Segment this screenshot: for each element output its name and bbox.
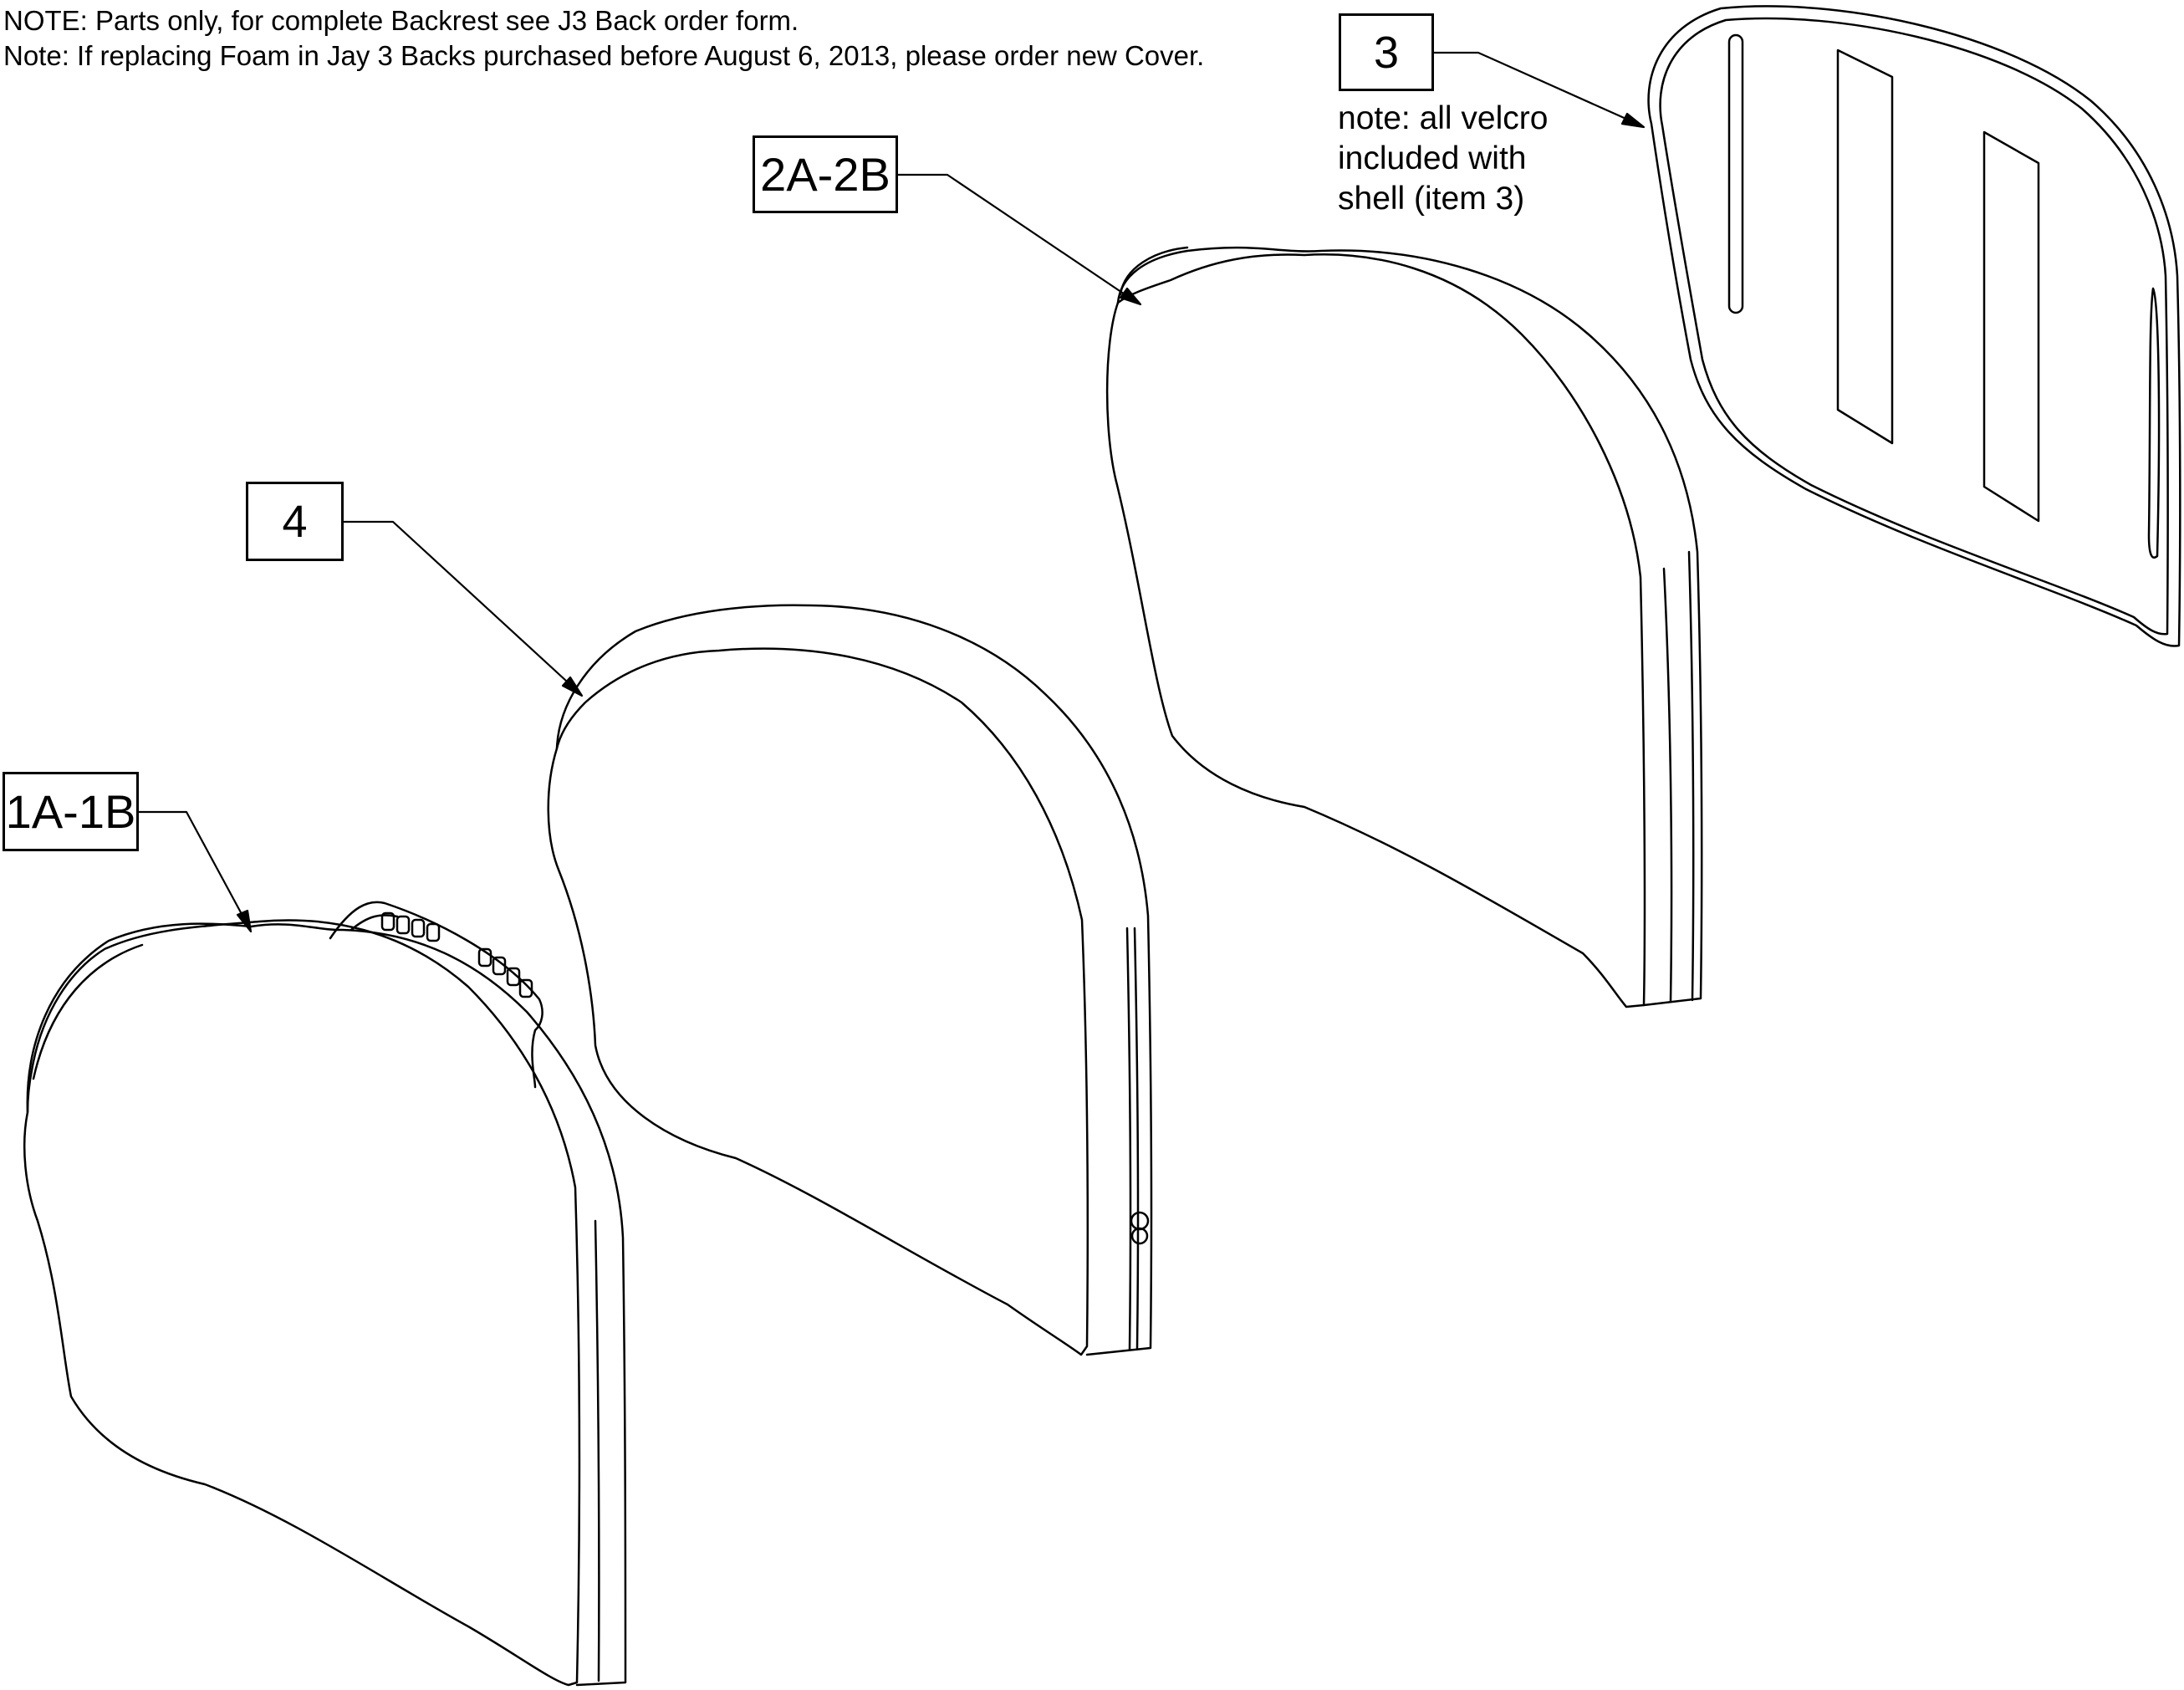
velcro-strip-left [1836, 49, 1894, 445]
cushion-handle [330, 902, 543, 1087]
shell-inner-outline [1661, 18, 2168, 634]
leader-item2 [898, 175, 1135, 301]
callout-item-3: 3 [1339, 13, 1434, 91]
backrest-shell-drawing [1649, 6, 2181, 646]
foam-side-edge [1118, 248, 1702, 1005]
velcro-strip-right [1982, 130, 2040, 523]
arrowhead-item4 [561, 676, 584, 697]
cover-zipper-line [1127, 928, 1138, 1350]
shell-outer-outline [1649, 6, 2181, 646]
leader-lines [139, 53, 1646, 933]
backrest-foam-drawing [1107, 248, 1702, 1007]
velcro-note-line-3: shell (item 3) [1338, 181, 1525, 217]
foam-replacement-note: Note: If replacing Foam in Jay 3 Backs p… [3, 40, 1205, 71]
arrowhead-item2 [1119, 287, 1142, 306]
leader-item3 [1434, 53, 1637, 124]
arrowhead-item1 [236, 909, 253, 933]
zipper-pull-icon [1131, 1213, 1148, 1229]
cushion-handle-grip-icon [382, 913, 532, 997]
leader-item4 [344, 522, 577, 691]
callout-item-2a-2b: 2A-2B [753, 135, 898, 213]
cushion-side-edge [28, 924, 625, 1685]
velcro-note-line-2: included with [1338, 140, 1527, 176]
cushion-front-face [24, 920, 579, 1685]
leader-item1 [139, 812, 247, 925]
parts-only-note: NOTE: Parts only, for complete Backrest … [3, 5, 799, 36]
velcro-edge-strip [2149, 288, 2159, 558]
foam-back-edge [1689, 552, 1693, 1000]
cushion-seam-line [33, 945, 599, 1681]
zipper-pull-ring [1132, 1228, 1147, 1243]
velcro-note-line-1: note: all velcro [1338, 100, 1549, 136]
foam-front-face [1107, 254, 1645, 1007]
callout-item-4: 4 [246, 482, 344, 561]
velcro-slot [1729, 35, 1743, 313]
cover-front-face [549, 649, 1088, 1355]
cover-side-edge [557, 605, 1151, 1355]
arrowhead-item3 [1620, 112, 1646, 129]
backrest-cushion-drawing [24, 902, 625, 1685]
backrest-cover-drawing [549, 605, 1151, 1355]
callout-item-1a-1b: 1A-1B [3, 772, 139, 851]
foam-side-inner-line [1120, 248, 1671, 1002]
